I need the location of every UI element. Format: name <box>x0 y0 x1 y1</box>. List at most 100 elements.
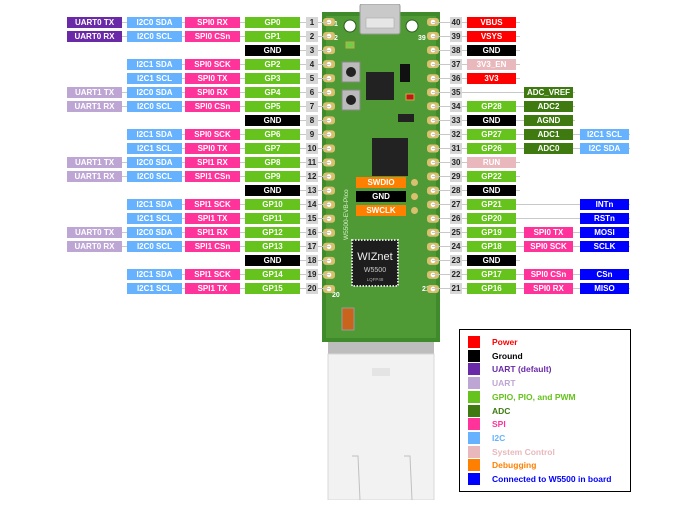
gpio-label: GP16 <box>467 283 516 295</box>
spi-label: SPI0 SCK <box>185 58 240 70</box>
ground-label: GND <box>245 114 300 126</box>
adc-label: ADC_VREF <box>524 86 573 98</box>
pin-number: 4 <box>306 58 318 70</box>
corner-label: 20 <box>332 292 340 299</box>
legend-swatch <box>468 363 480 376</box>
capacitor <box>341 307 355 331</box>
pin-number: 18 <box>306 255 318 267</box>
bootsel-button <box>341 61 361 83</box>
legend-label: Connected to W5500 in board <box>492 474 612 484</box>
debug-pad <box>411 207 418 214</box>
w5500-chip: WIZnet W5500 LQFP48 <box>351 239 399 287</box>
power-label: VSYS <box>467 30 516 42</box>
pin-number: 29 <box>450 171 462 183</box>
legend-item: System Control <box>468 445 555 458</box>
legend-item: Ground <box>468 349 523 362</box>
legend-swatch <box>468 459 480 472</box>
pin-number: 5 <box>306 72 318 84</box>
usb-connector <box>359 3 401 35</box>
power-label: VBUS <box>467 16 516 28</box>
gpio-label: GP9 <box>245 171 300 183</box>
gpio-label: GP19 <box>467 227 516 239</box>
legend-item: ADC <box>468 404 511 417</box>
pin-number: 6 <box>306 86 318 98</box>
pin-number: 20 <box>306 283 318 295</box>
gpio-label: GP1 <box>245 30 300 42</box>
debug-pad <box>411 193 418 200</box>
legend-item: GPIO, PIO, and PWM <box>468 390 576 403</box>
gpio-label: GP27 <box>467 128 516 140</box>
mount-hole <box>405 19 419 33</box>
gpio-label: GP8 <box>245 157 300 168</box>
i2c-label: I2C1 SDA <box>127 199 182 211</box>
uart-label: UART1 TX <box>67 157 122 168</box>
i2c-label: I2C1 SDA <box>127 269 182 281</box>
debug-pad <box>411 179 418 186</box>
spi-label: SPI0 TX <box>185 142 240 154</box>
ground-label: GND <box>467 255 516 267</box>
spi-label: SPI1 RX <box>185 227 240 239</box>
pin-number: 23 <box>450 255 462 267</box>
pin-number: 9 <box>306 128 318 140</box>
ground-label: GND <box>245 255 300 267</box>
adc-label: ADC0 <box>524 142 573 154</box>
system-label: RUN <box>467 157 516 168</box>
spi-label: SPI1 CSn <box>185 171 240 183</box>
pin-number: 38 <box>450 44 462 56</box>
gpio-label: GP12 <box>245 227 300 239</box>
rj45-connector <box>327 342 435 501</box>
i2c-label: I2C1 SCL <box>127 142 182 154</box>
spi-label: SPI0 TX <box>524 227 573 239</box>
gpio-label: GP11 <box>245 213 300 225</box>
legend-swatch <box>468 336 480 348</box>
pin-number: 22 <box>450 269 462 281</box>
legend-swatch <box>468 445 480 458</box>
w5500-label: CSn <box>580 269 629 281</box>
pin-number: 14 <box>306 199 318 211</box>
pin-number: 33 <box>450 114 462 126</box>
pin-number: 30 <box>450 157 462 168</box>
pin-number: 8 <box>306 114 318 126</box>
pin-number: 40 <box>450 16 462 28</box>
spi-label: SPI0 CSn <box>185 100 240 112</box>
pin-number: 7 <box>306 100 318 112</box>
mount-hole <box>343 19 357 33</box>
board-graphic: WIZnet W5500 LQFP48 W5500-EVB-Pico 1 2 3… <box>322 3 440 501</box>
adc-label: AGND <box>524 114 573 126</box>
pin-number: 36 <box>450 72 462 84</box>
legend-label: UART (default) <box>492 364 552 375</box>
pin-number: 35 <box>450 86 462 98</box>
legend-label: ADC <box>492 405 511 416</box>
gpio-label: GP4 <box>245 86 300 98</box>
i2c-label: I2C SDA <box>580 142 629 154</box>
ground-label: GND <box>467 114 516 126</box>
spi-label: SPI1 RX <box>185 157 240 168</box>
uart-label: UART1 RX <box>67 171 122 183</box>
pin-number: 1 <box>306 16 318 28</box>
debug-pin-swclk: SWCLK <box>356 205 406 216</box>
gpio-label: GP5 <box>245 100 300 112</box>
transistor <box>398 114 414 122</box>
legend-item: SPI <box>468 418 506 431</box>
led-indicator <box>345 41 355 49</box>
spi-label: SPI0 RX <box>185 86 240 98</box>
pin-number: 19 <box>306 269 318 281</box>
pin-number: 24 <box>450 241 462 253</box>
legend-item: UART (default) <box>468 363 552 376</box>
connector-line <box>432 204 630 206</box>
legend-swatch <box>468 349 480 362</box>
spi-label: SPI1 SCK <box>185 199 240 211</box>
pin-number: 13 <box>306 185 318 197</box>
legend-item: Power <box>468 336 518 348</box>
power-label: 3V3 <box>467 72 516 84</box>
pin-number: 16 <box>306 227 318 239</box>
system-label: 3V3_EN <box>467 58 516 70</box>
legend-swatch <box>468 418 480 431</box>
gpio-label: GP18 <box>467 241 516 253</box>
spi-label: SPI0 SCK <box>185 128 240 140</box>
gpio-label: GP13 <box>245 241 300 253</box>
pin-number: 31 <box>450 142 462 154</box>
pin-number: 27 <box>450 199 462 211</box>
i2c-label: I2C1 SCL <box>580 128 629 140</box>
